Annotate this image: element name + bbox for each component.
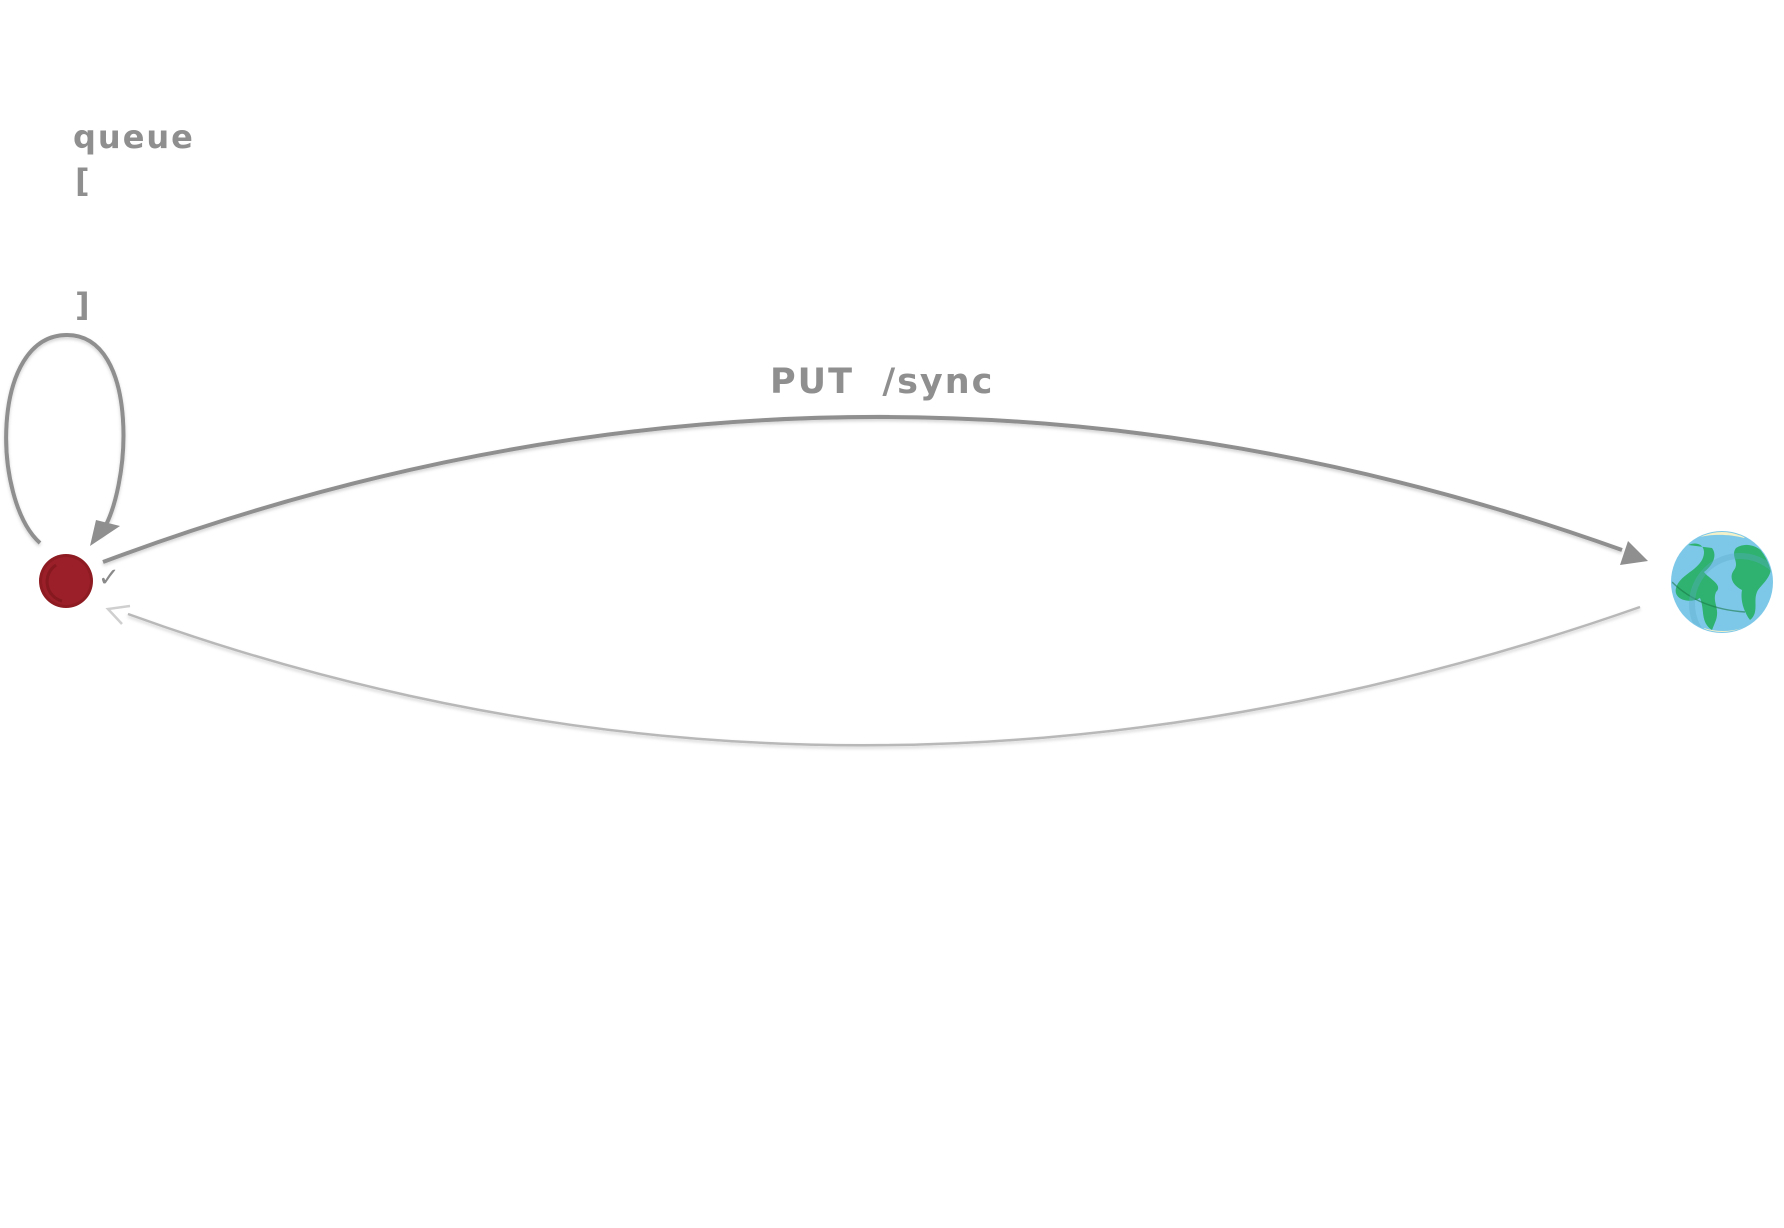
queue-close-bracket: ] (75, 286, 92, 324)
client-red-dot-icon (39, 554, 93, 608)
queue-open-bracket: [ (75, 162, 92, 200)
queue-title: queue (73, 118, 195, 156)
response-arrowhead (105, 604, 131, 625)
self-loop-arrowhead (90, 520, 120, 546)
self-loop-arrow (4, 332, 126, 545)
ack-check-icon: ✓ (98, 563, 120, 593)
request-arrow (102, 415, 1623, 564)
globe-icon (1671, 531, 1773, 633)
response-arrow (127, 605, 1641, 747)
request-label: PUT /sync (770, 362, 995, 402)
request-arrowhead (1620, 541, 1648, 565)
